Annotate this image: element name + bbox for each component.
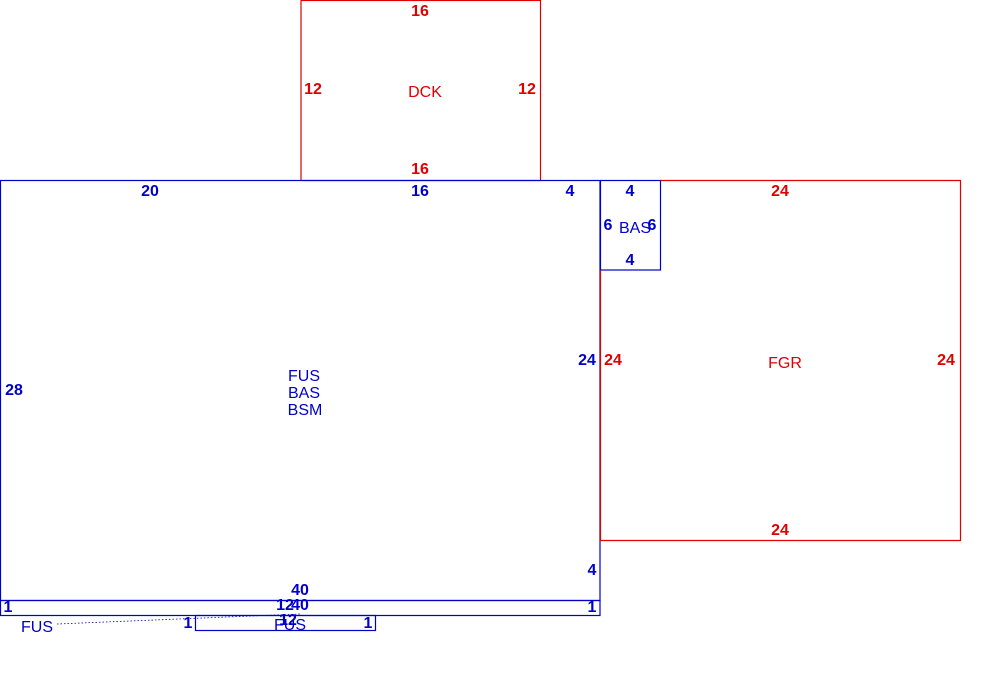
- fgr-bottom-dimension: 24: [771, 522, 789, 539]
- area-strip[interactable]: 40 12 1 1: [0, 597, 601, 617]
- fgr-right-dimension: 24: [937, 352, 955, 369]
- strip-top-dimension: 40: [291, 597, 309, 614]
- dck-left-dimension: 12: [304, 81, 322, 98]
- bas-small-bottom-dimension: 4: [626, 252, 635, 269]
- main-bottom-dimension: 40: [291, 582, 309, 599]
- bas-small-top-dimension: 4: [626, 183, 635, 200]
- dck-bottom-dimension: 16: [411, 161, 429, 178]
- fgr-outline[interactable]: [599, 179, 962, 542]
- area-main[interactable]: 20 16 4 28 24 4 40 FUS BAS BSM: [0, 179, 601, 602]
- main-top-dimension-mid: 16: [411, 183, 429, 200]
- fus-note-label: FUS: [21, 619, 53, 636]
- fus-small-label: FUS: [274, 617, 306, 634]
- main-right-lower-dimension: 4: [588, 562, 597, 579]
- strip-overlap-dimension: 12: [276, 597, 294, 614]
- main-top-dimension-right: 4: [566, 183, 575, 200]
- fus-small-top-dimension: 12: [279, 612, 297, 629]
- main-top-dimension-left: 20: [141, 183, 159, 200]
- fus-small-outline[interactable]: [194, 614, 377, 632]
- fgr-left-dimension: 24: [604, 352, 622, 369]
- fgr-label: FGR: [768, 355, 802, 372]
- area-dck[interactable]: 16 12 12 16 DCK: [300, 0, 542, 182]
- fgr-top-dimension: 24: [771, 183, 789, 200]
- main-label-fus: FUS: [288, 368, 320, 385]
- bas-small-outline[interactable]: [599, 179, 662, 271]
- dck-right-dimension: 12: [518, 81, 536, 98]
- fus-small-right-dimension: 1: [364, 615, 373, 632]
- main-label-bas: BAS: [288, 385, 320, 402]
- area-fgr[interactable]: 24 24 24 24 FGR: [599, 179, 962, 542]
- area-bas-small[interactable]: 4 6 6 4 BAS: [599, 179, 662, 271]
- strip-right-dimension: 1: [588, 599, 597, 616]
- fus-note: FUS: [21, 613, 301, 636]
- bas-small-left-dimension: 6: [604, 217, 613, 234]
- bas-small-right-dimension: 6: [648, 217, 657, 234]
- strip-left-dimension: 1: [4, 599, 13, 616]
- dck-label: DCK: [408, 84, 442, 101]
- fus-small-left-dimension: 1: [184, 615, 193, 632]
- area-fus-small[interactable]: 12 1 1 FUS: [184, 612, 377, 634]
- bas-small-label: BAS: [619, 220, 651, 237]
- main-left-dimension: 28: [5, 382, 23, 399]
- main-right-dimension: 24: [578, 352, 596, 369]
- main-label-bsm: BSM: [288, 402, 323, 419]
- dck-top-dimension: 16: [411, 3, 429, 20]
